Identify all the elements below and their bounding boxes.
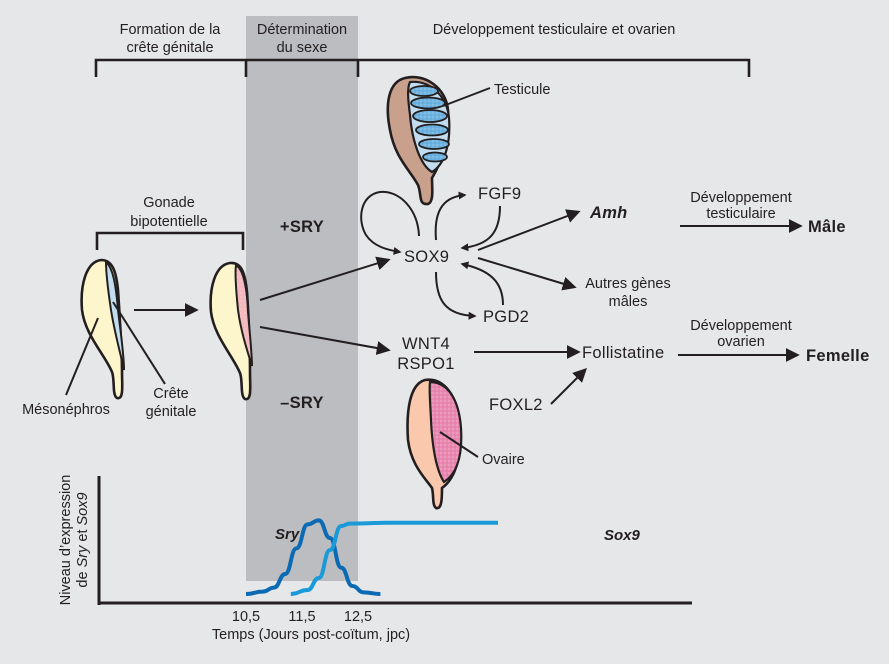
plus-sry-label: +SRY (280, 218, 324, 236)
series-line-sry (245, 518, 381, 596)
phase-header-determination: Détermination du sexe (257, 22, 347, 56)
x-tick-label: 10,5 (232, 609, 260, 625)
arrow-foxl2-to-follistatin (550, 368, 587, 405)
phase-formation-line1: Formation de la (120, 22, 222, 38)
series-label-sry: Sry (275, 526, 300, 543)
mesonephros-label: Mésonéphros (22, 402, 110, 418)
phase-development: Développement testiculaire et ovarien (433, 22, 676, 38)
foxl2-label: FOXL2 (489, 396, 543, 414)
series-line-sox9 (290, 520, 498, 596)
fgf9-label: FGF9 (478, 185, 521, 203)
arrow-sox9-to-fgf9 (434, 191, 467, 241)
wnt4-label: WNT4 (402, 335, 450, 353)
genital-ridge-leader (112, 301, 166, 385)
phase-timeline-bracket (94, 58, 751, 77)
other-male-genes-line1: Autres gènes (585, 276, 670, 292)
gonad-bracket-label-line1: Gonade (143, 195, 195, 211)
testis-leader (442, 87, 491, 107)
mesonephros-leader (65, 317, 99, 396)
ovary-label: Ovaire (482, 452, 525, 468)
testicular-development-line1: Développement (690, 190, 792, 206)
gonad-bracket-label-line2: bipotentielle (130, 214, 207, 230)
phase-formation-line2: crête génitale (126, 40, 213, 56)
female-outcome-label: Femelle (806, 347, 870, 365)
y-label-sry: Sry (75, 545, 91, 568)
y-label-prefix: de (75, 567, 91, 587)
sox9-autoregulation-loop (360, 190, 420, 255)
x-tick-label: 12,5 (344, 609, 372, 625)
rspo1-label: RSPO1 (397, 355, 454, 373)
phase-determination-line2: du sexe (277, 40, 328, 56)
arrow-pgd2-to-sox9 (460, 261, 504, 306)
amh-label: Amh (589, 204, 628, 222)
phase-header-formation: Formation de la crête génitale (120, 22, 222, 56)
mesonephros-with-genital-ridge (80, 258, 125, 400)
phase-determination-line1: Détermination (257, 22, 347, 38)
chart-y-axis-label: Niveau d’expression de Sry et Sox9 (58, 475, 91, 606)
minus-sry-label: –SRY (280, 394, 324, 412)
testicular-development-line2: testiculaire (706, 206, 775, 222)
arrow-fgf9-to-sox9 (460, 205, 501, 252)
chart-x-axis-label: Temps (Jours post-coïtum, jpc) (212, 627, 410, 643)
gonad-bracket (95, 231, 245, 250)
ovarian-development-line1: Développement (690, 318, 792, 334)
series-label-sox9: Sox9 (604, 527, 641, 544)
ovary-illustration (406, 378, 463, 510)
follistatin-label: Follistatine (582, 344, 664, 362)
chart-y-axis-label-line1: Niveau d’expression (58, 475, 74, 606)
ovary-leader (439, 431, 479, 458)
male-outcome-label: Mâle (808, 218, 846, 236)
genital-ridge-label-line1: Crête (153, 386, 188, 402)
expression-chart: 10,5 11,5 12,5 Sry Sox9 Temps (Jours post-… (58, 475, 692, 643)
arrow-to-wnt4 (259, 326, 391, 355)
x-tick-label: 11,5 (288, 609, 315, 625)
genital-ridge-label-line2: génitale (146, 404, 197, 420)
y-label-sox9: Sox9 (75, 492, 91, 525)
y-label-mid: et (75, 525, 91, 545)
testis-illustration (386, 75, 451, 206)
sox9-label: SOX9 (404, 248, 449, 266)
arrow-sox9-to-amh (477, 209, 581, 251)
bipotential-gonad (209, 261, 253, 401)
ovarian-development-line2: ovarien (717, 334, 765, 350)
testis-label: Testicule (494, 82, 550, 98)
arrow-sox9-to-pgd2 (435, 271, 477, 320)
arrow-sox9-to-other-genes (477, 257, 577, 291)
pgd2-label: PGD2 (483, 308, 529, 326)
other-male-genes-line2: mâles (609, 294, 648, 310)
chart-y-axis-label-line2: de Sry et Sox9 (75, 492, 91, 587)
arrow-to-sox9 (259, 256, 391, 301)
